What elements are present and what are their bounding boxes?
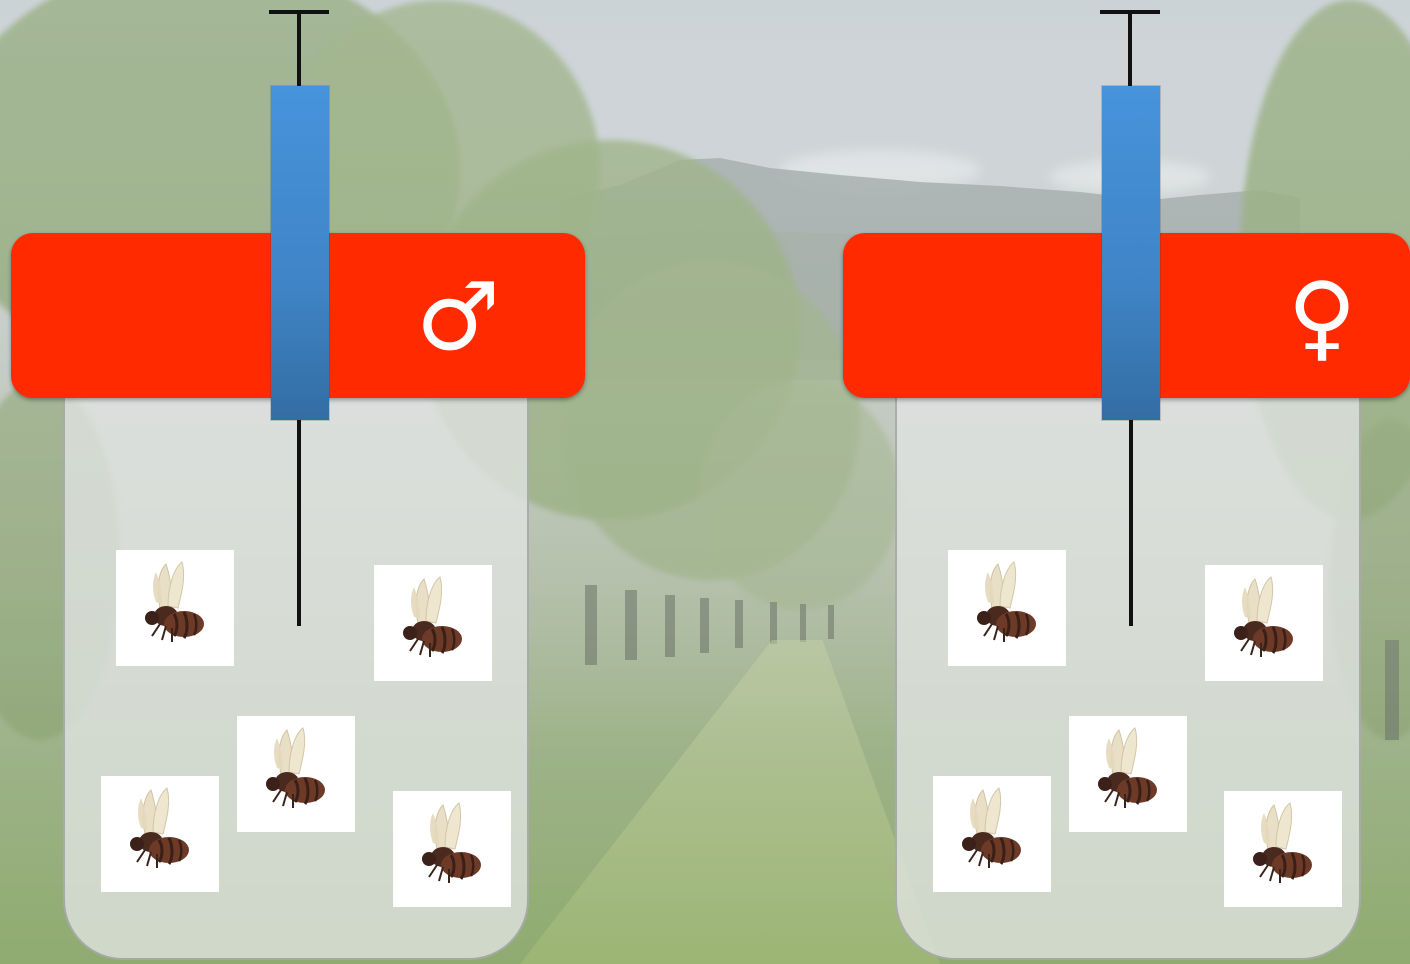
tree-foliage: [700, 380, 900, 610]
tree-trunk: [665, 595, 675, 657]
tree-trunk: [1385, 640, 1399, 740]
tree-trunk: [700, 598, 709, 653]
bee-icon: [1069, 716, 1187, 832]
bee-icon: [116, 550, 234, 666]
tree-trunk: [800, 604, 806, 642]
probe-needle: [297, 420, 301, 626]
probe-barrel: [271, 86, 329, 420]
tree-trunk: [585, 585, 597, 665]
male-symbol-icon: ♂: [415, 263, 501, 372]
probe-top-cap: [269, 10, 329, 14]
female-symbol-icon: ♀: [1287, 263, 1357, 372]
tree-trunk: [735, 600, 743, 648]
bee-icon: [237, 716, 355, 832]
bee-icon: [393, 791, 511, 907]
probe-barrel: [1102, 86, 1160, 420]
bee-icon: [101, 776, 219, 892]
tree-trunk: [828, 605, 834, 639]
bee-icon: [948, 550, 1066, 666]
bee-icon: [1224, 791, 1342, 907]
bee-icon: [933, 776, 1051, 892]
bee-icon: [374, 565, 492, 681]
tree-trunk: [625, 590, 637, 660]
probe-needle: [1129, 420, 1133, 626]
probe-upper-line: [297, 12, 301, 88]
probe-top-cap: [1100, 10, 1160, 14]
bee-icon: [1205, 565, 1323, 681]
probe-upper-line: [1128, 12, 1132, 88]
tree-trunk: [770, 602, 777, 644]
